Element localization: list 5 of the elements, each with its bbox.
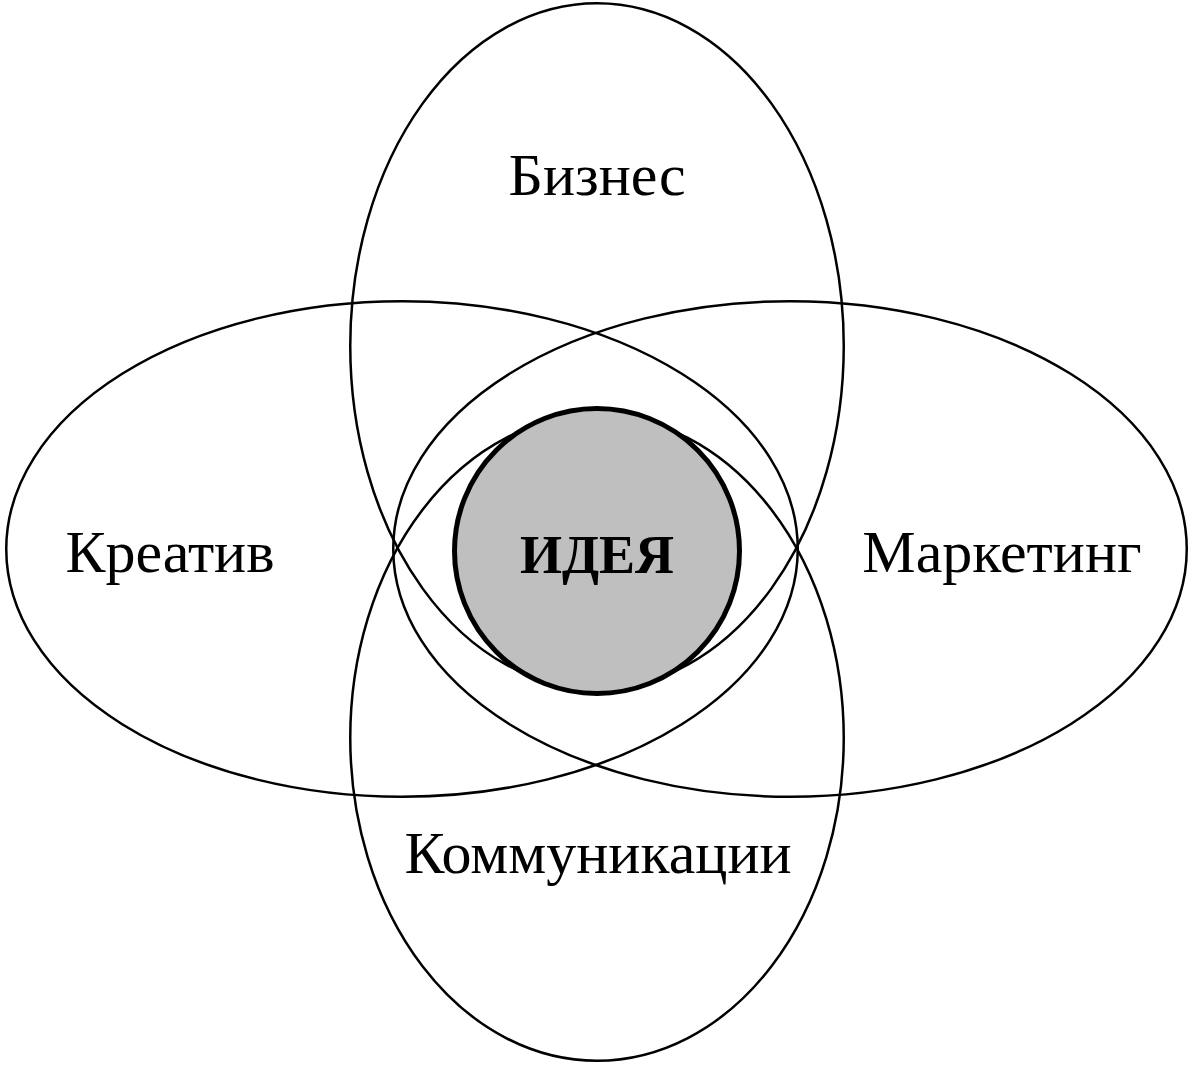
idea-label: ИДЕЯ: [519, 526, 675, 586]
set-label: Маркетинг: [862, 519, 1142, 585]
set-label: Коммуникации: [404, 820, 792, 886]
set-label: Бизнес: [508, 142, 686, 208]
set-label: Креатив: [65, 519, 275, 585]
